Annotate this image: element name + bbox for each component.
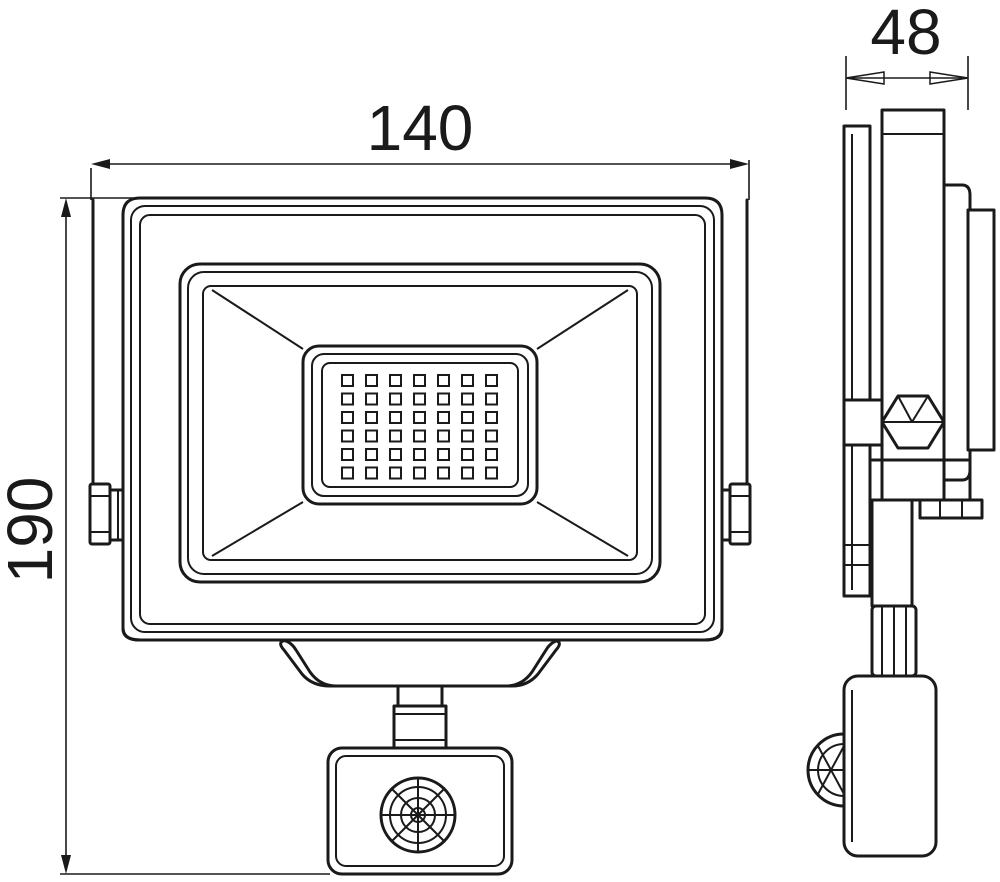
led-chip [437, 448, 450, 461]
height-label: 190 [0, 477, 66, 584]
dimension-width: 140 [90, 92, 750, 200]
dimension-height: 190 [0, 197, 330, 875]
led-chip [341, 392, 354, 406]
led-chip [485, 448, 498, 461]
led-chip [413, 466, 426, 480]
led-chip [365, 411, 378, 424]
led-chip [341, 429, 354, 443]
led-chip [341, 374, 354, 387]
led-chip [389, 392, 402, 406]
led-chip [461, 466, 474, 480]
led-chip [413, 448, 426, 461]
led-chip [341, 466, 354, 480]
led-chip [461, 448, 474, 461]
led-chip [485, 374, 498, 387]
sensor-joint [392, 704, 448, 750]
led-chip [389, 429, 402, 443]
led-chip [437, 392, 450, 406]
led-chip [365, 392, 378, 406]
side-view [806, 108, 996, 858]
led-chip [437, 466, 450, 480]
reflector-frame [178, 262, 662, 584]
led-chip [437, 411, 450, 424]
led-chip [437, 374, 450, 387]
led-chip [413, 411, 426, 424]
led-chip [389, 374, 402, 387]
led-chip [485, 411, 498, 424]
led-chip [461, 429, 474, 443]
housing-inner-rim [130, 205, 715, 633]
depth-label: 48 [870, 0, 941, 68]
led-chip [485, 466, 498, 480]
width-label: 140 [367, 92, 474, 164]
led-chip [365, 448, 378, 461]
led-chip [341, 448, 354, 461]
led-chip [389, 411, 402, 424]
sensor-neck [396, 684, 444, 708]
led-chip [389, 466, 402, 480]
pir-sensor-lens [379, 776, 457, 854]
side-sensor-housing [842, 674, 938, 858]
dimension-depth: 48 [845, 0, 969, 110]
side-front-bezel [842, 124, 872, 598]
side-pir-lens [806, 732, 846, 808]
led-chip [413, 392, 426, 406]
led-grid [341, 374, 498, 480]
front-view [88, 196, 752, 876]
side-stem [870, 498, 914, 608]
led-chip [485, 392, 498, 406]
side-heat-sink [942, 183, 972, 482]
led-chip [365, 466, 378, 480]
side-bracket [842, 398, 884, 447]
side-rear-nut [918, 498, 984, 520]
led-chip [461, 374, 474, 387]
led-chip [341, 411, 354, 424]
led-chip [365, 429, 378, 443]
led-chip [437, 429, 450, 443]
led-chip [413, 374, 426, 387]
led-module-outer [301, 344, 539, 506]
led-chip [485, 429, 498, 443]
led-chip [413, 429, 426, 443]
led-chip [365, 374, 378, 387]
led-chip [461, 411, 474, 424]
led-chip [389, 448, 402, 461]
led-chip [461, 392, 474, 406]
